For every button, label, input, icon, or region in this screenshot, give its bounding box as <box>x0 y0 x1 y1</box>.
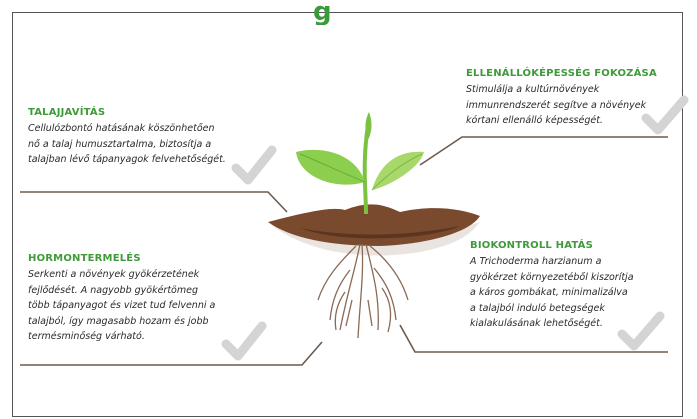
section-title: ELLENÁLLÓKÉPESSÉG FOKOZÁSA <box>466 68 657 79</box>
section-biokontroll: BIOKONTROLL HATÁS A Trichoderma harzianu… <box>470 240 685 332</box>
soil-dark <box>300 226 460 239</box>
section-title: HORMONTERMELÉS <box>28 253 141 264</box>
section-ellenallokepesseg: ELLENÁLLÓKÉPESSÉG FOKOZÁSA Stimulálja a … <box>466 68 692 129</box>
connector-hormon <box>20 341 323 366</box>
section-body: Serkenti a növények gyökérzetének fejlőd… <box>28 269 216 342</box>
section-body: Cellulózbontó hatásának köszönhetően nő … <box>28 123 226 165</box>
section-talajjavitas: TALAJJAVÍTÁS Cellulózbontó hatásának kös… <box>28 107 278 168</box>
connector-talaj <box>20 191 288 213</box>
section-title: BIOKONTROLL HATÁS <box>470 240 593 251</box>
connector-biokontroll <box>399 324 668 353</box>
roots <box>317 243 409 339</box>
check-icon <box>617 311 665 351</box>
connector-lines <box>20 136 668 366</box>
partial-title: g <box>313 0 332 25</box>
section-body: A Trichoderma harzianum a gyökérzet körn… <box>470 256 634 329</box>
check-icon <box>641 95 689 135</box>
check-icon <box>221 321 267 361</box>
connector-ellenallo <box>419 136 668 166</box>
soil-mound <box>268 204 480 246</box>
section-title: TALAJJAVÍTÁS <box>28 107 106 118</box>
plant-stem <box>362 124 370 215</box>
section-hormontermeles: HORMONTERMELÉS Serkenti a növények gyöké… <box>28 253 278 345</box>
section-body: Stimulálja a kultúrnövények immunrendsze… <box>466 84 647 126</box>
leaf-right <box>372 151 424 190</box>
check-icon <box>231 145 277 185</box>
